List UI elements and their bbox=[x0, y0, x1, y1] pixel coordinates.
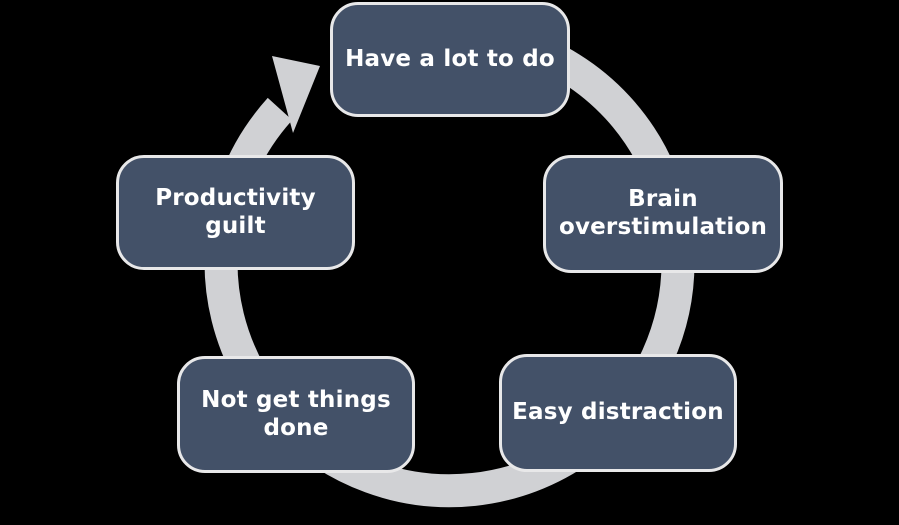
cycle-node-easy-distraction: Easy distraction bbox=[499, 354, 737, 472]
cycle-arrowhead bbox=[272, 56, 320, 133]
cycle-node-label: Have a lot to do bbox=[345, 45, 555, 72]
cycle-node-productivity-guilt: Productivity guilt bbox=[116, 155, 355, 270]
cycle-node-label: Productivity guilt bbox=[155, 184, 316, 239]
cycle-node-label: Easy distraction bbox=[512, 399, 724, 426]
cycle-node-have-a-lot-to-do: Have a lot to do bbox=[330, 2, 570, 117]
cycle-node-brain-overstimulation: Brain overstimulation bbox=[543, 155, 783, 273]
cycle-node-label: Not get things done bbox=[201, 386, 391, 441]
cycle-node-not-get-things-done: Not get things done bbox=[177, 356, 415, 473]
cycle-node-label: Brain overstimulation bbox=[558, 186, 768, 240]
